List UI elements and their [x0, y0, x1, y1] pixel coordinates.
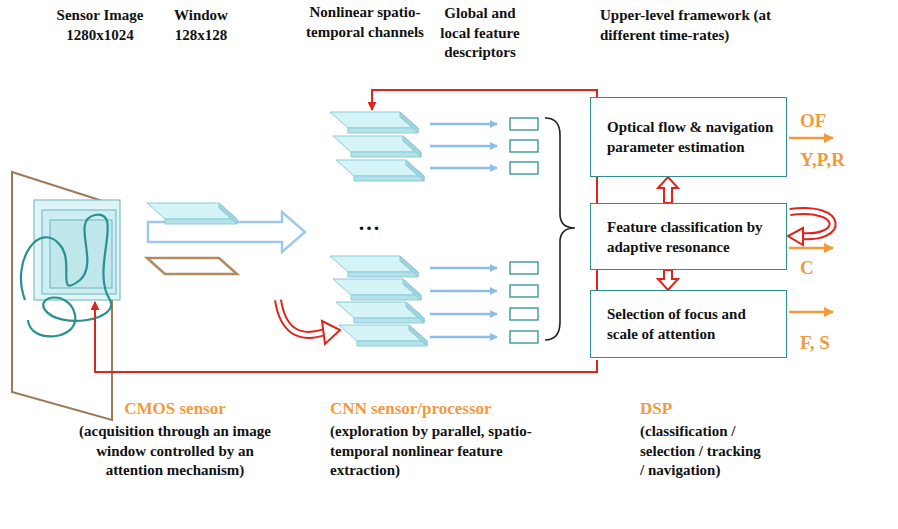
block-description: (classification / selection / tracking /…	[640, 422, 766, 481]
channel-slab	[147, 258, 237, 274]
block-arrow	[658, 177, 678, 203]
descriptor-box	[510, 285, 538, 297]
channel-slab	[339, 325, 427, 346]
slab-edge	[403, 136, 421, 157]
scene-curve	[21, 215, 111, 337]
slab-edge	[357, 341, 427, 346]
slab-edge	[351, 295, 421, 300]
slab-edge	[348, 272, 418, 277]
ellipsis: ...	[345, 212, 395, 234]
descriptor-box	[510, 118, 538, 130]
channel-control-line	[372, 90, 597, 290]
block-title: DSP	[640, 399, 720, 419]
channel-slab	[147, 203, 237, 224]
output-label: Y,P,R	[800, 149, 880, 171]
recurrent-arrow	[278, 300, 325, 335]
descriptor-arrow	[430, 313, 497, 316]
block-title: CMOS sensor	[70, 399, 280, 419]
process-box: Selection of focus and scale of attentio…	[590, 290, 787, 358]
slab-edge	[406, 160, 424, 181]
brace	[545, 118, 575, 340]
output-arrow	[789, 247, 833, 250]
process-box: Feature classification by adaptive reson…	[590, 203, 787, 270]
descriptor-arrow	[430, 336, 497, 339]
slab-edge	[409, 325, 427, 346]
slab-edge	[351, 152, 421, 157]
box-text: Selection of focus and scale of attentio…	[607, 304, 778, 344]
slab-edge	[348, 128, 418, 133]
descriptor-arrow	[430, 167, 497, 170]
block-arrow	[658, 270, 678, 290]
channel-slab	[330, 112, 418, 133]
block-title: CNN sensor/processor	[330, 399, 550, 419]
channel-slab	[336, 160, 424, 181]
column-header: Global and local feature descriptors	[428, 4, 532, 63]
slab-edge	[400, 112, 418, 133]
output-label: F, S	[800, 332, 870, 354]
output-arrow	[789, 137, 833, 140]
channel-slab	[333, 279, 421, 300]
column-header: Nonlinear spatio-temporal channels	[300, 3, 430, 42]
output-arrow	[789, 311, 833, 314]
channel-slab	[336, 302, 424, 323]
descriptor-box	[510, 308, 538, 320]
slab-edge	[354, 318, 424, 323]
box-text: Optical flow & navigation parameter esti…	[607, 117, 778, 157]
block-description: (exploration by parallel, spatio-tempora…	[330, 422, 546, 481]
output-label: OF	[800, 110, 860, 132]
slab-edge	[400, 256, 418, 277]
descriptor-box	[510, 162, 538, 174]
descriptor-box	[510, 140, 538, 152]
channel-slab	[330, 256, 418, 277]
slab-edge	[354, 176, 424, 181]
process-box: Optical flow & navigation parameter esti…	[590, 97, 787, 177]
slab-face	[147, 258, 237, 274]
descriptor-arrow	[430, 145, 497, 148]
descriptor-arrow	[430, 267, 497, 270]
slab-edge	[219, 203, 237, 224]
slab-edge	[403, 279, 421, 300]
descriptor-box	[510, 331, 538, 343]
descriptor-box	[510, 262, 538, 274]
window-layer	[34, 200, 120, 300]
column-header: Window 128x128	[164, 6, 238, 45]
descriptor-arrow	[430, 290, 497, 293]
self-loop-arrow	[788, 228, 803, 245]
slab-edge	[165, 219, 237, 224]
recurrent-arrow	[278, 300, 325, 335]
column-header: Upper-level framework (at different time…	[600, 6, 785, 45]
block-description: (acquisition through an image window con…	[67, 422, 283, 481]
channel-slab	[333, 136, 421, 157]
output-label: C	[800, 257, 840, 279]
slab-edge	[406, 302, 424, 323]
recurrent-arrow	[322, 321, 340, 344]
box-text: Feature classification by adaptive reson…	[607, 217, 778, 257]
column-header: Sensor Image 1280x1024	[45, 6, 155, 45]
descriptor-arrow	[430, 123, 497, 126]
attention-control-line	[95, 302, 597, 372]
